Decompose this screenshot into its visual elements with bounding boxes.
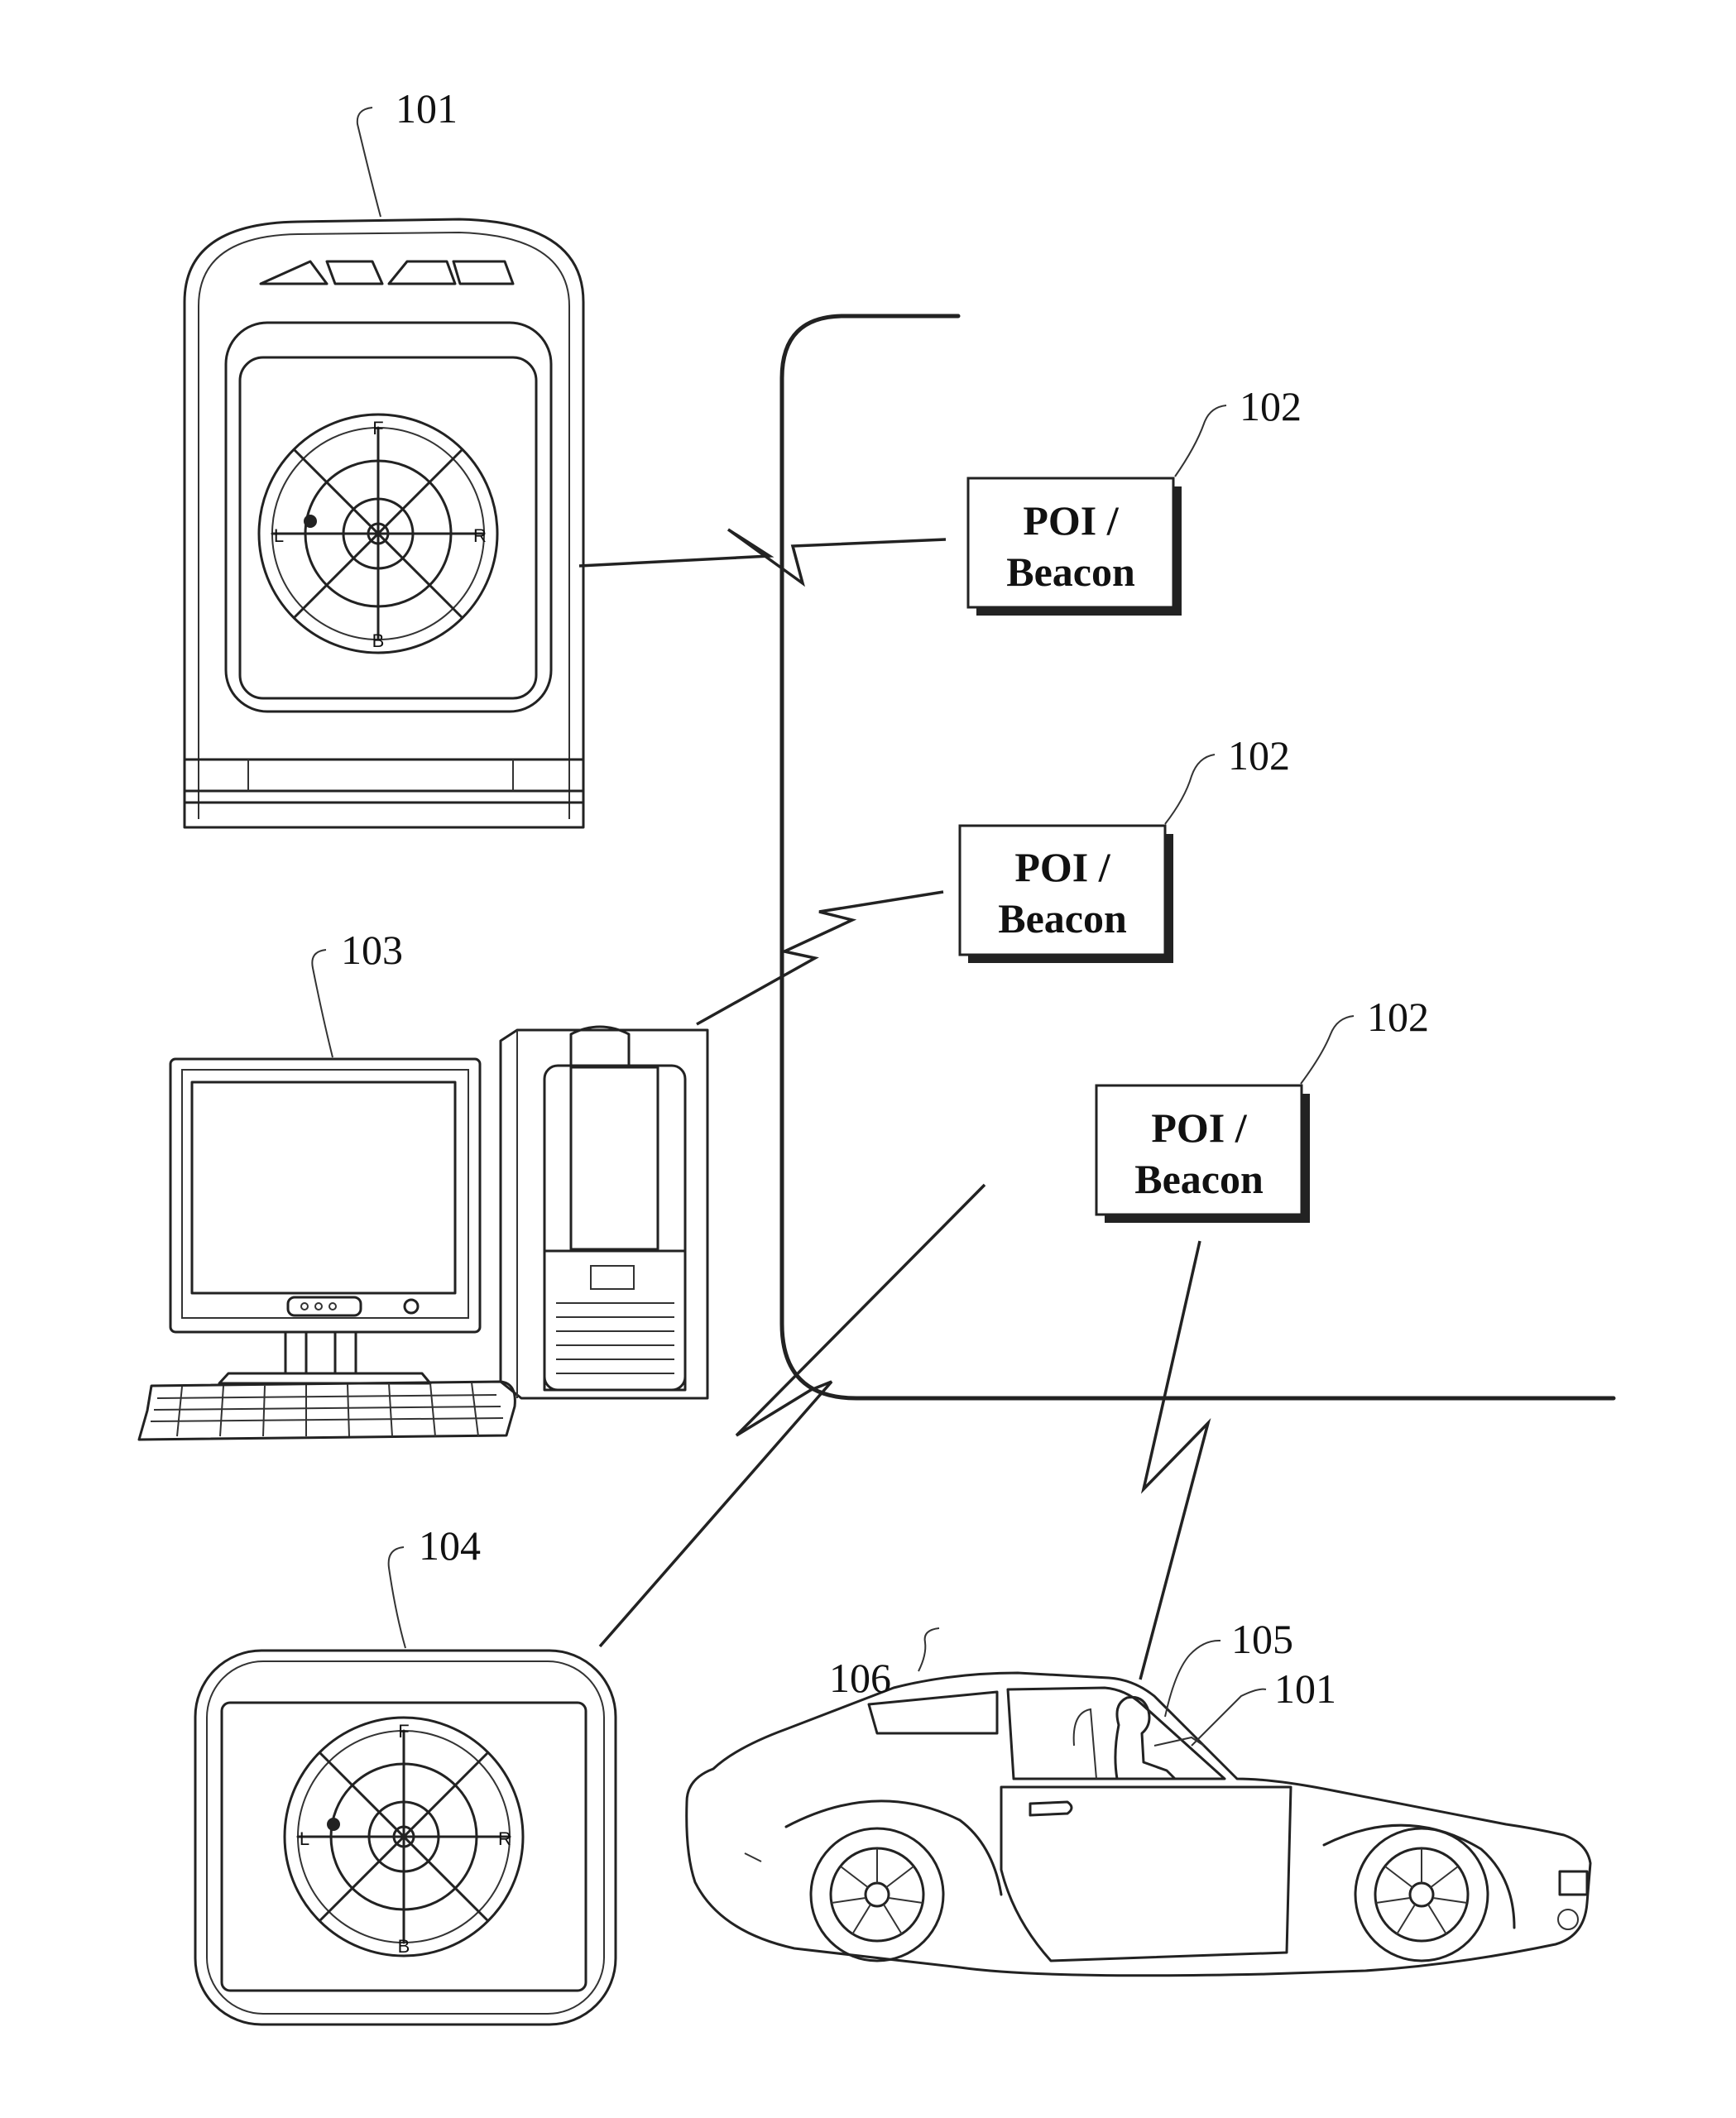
desktop-computer <box>137 1025 709 1441</box>
ref-106: 106 <box>829 1655 891 1701</box>
beacon-c: POI / Beacon <box>1095 1084 1310 1223</box>
wireless-link-device-to-beacon-a <box>578 528 947 587</box>
ref-101-vehicle: 101 <box>1274 1665 1336 1712</box>
vehicle <box>685 1671 1592 1977</box>
beacon-a: POI / Beacon <box>966 477 1182 616</box>
beacon-c-line2: Beacon <box>1134 1156 1264 1202</box>
display-back-label: B <box>398 1936 410 1957</box>
wireless-link-vehicle-to-beacon-c <box>1139 1240 1211 1680</box>
radar-front-label: F <box>372 418 383 438</box>
beacon-b: POI / Beacon <box>958 824 1173 963</box>
beacon-b-line1: POI / <box>1014 844 1110 890</box>
ref-102-c: 102 <box>1367 994 1429 1040</box>
mobile-device: F B L R <box>183 218 585 829</box>
wireless-link-display-to-network <box>598 1183 986 1648</box>
ref-103: 103 <box>341 927 403 973</box>
display-front-label: F <box>398 1721 409 1742</box>
beacon-b-line2: Beacon <box>998 895 1127 942</box>
ref-101-top: 101 <box>396 85 458 132</box>
radar-back-label: B <box>372 630 385 651</box>
beacon-a-line1: POI / <box>1023 497 1119 544</box>
driver <box>1114 1695 1177 1780</box>
radar-right-label: R <box>473 525 487 546</box>
radar-left-label: L <box>274 525 284 546</box>
beacon-a-line2: Beacon <box>1006 549 1135 595</box>
ref-104: 104 <box>419 1522 481 1569</box>
network-backbone <box>779 314 1616 1401</box>
display-unit: F B L R <box>194 1649 617 2026</box>
beacon-c-line1: POI / <box>1151 1105 1247 1151</box>
display-right-label: R <box>498 1828 511 1849</box>
display-left-label: L <box>300 1828 309 1849</box>
ref-102-a: 102 <box>1240 383 1302 429</box>
ref-105: 105 <box>1231 1616 1293 1662</box>
ref-102-b: 102 <box>1228 732 1290 779</box>
wireless-link-computer-to-beacon-b <box>696 890 944 1026</box>
